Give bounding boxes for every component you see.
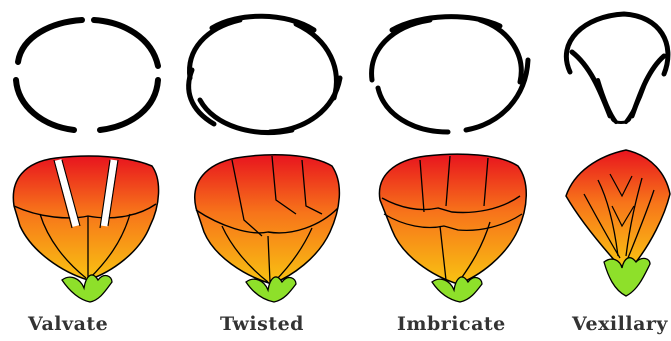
valvate-flower [13,156,158,302]
vexillary-label: Vexillary [572,313,668,335]
vexillary-flower [566,150,670,296]
vexillary-floral-diagram [566,14,668,123]
twisted-floral-diagram [189,16,340,132]
twisted-label: Twisted [220,313,304,335]
imbricate-flower [379,154,526,302]
valvate-label: Valvate [28,313,108,335]
imbricate-label: Imbricate [397,313,506,335]
twisted-flower [195,155,340,302]
valvate-floral-diagram [16,20,158,130]
imbricate-floral-diagram [372,17,528,132]
